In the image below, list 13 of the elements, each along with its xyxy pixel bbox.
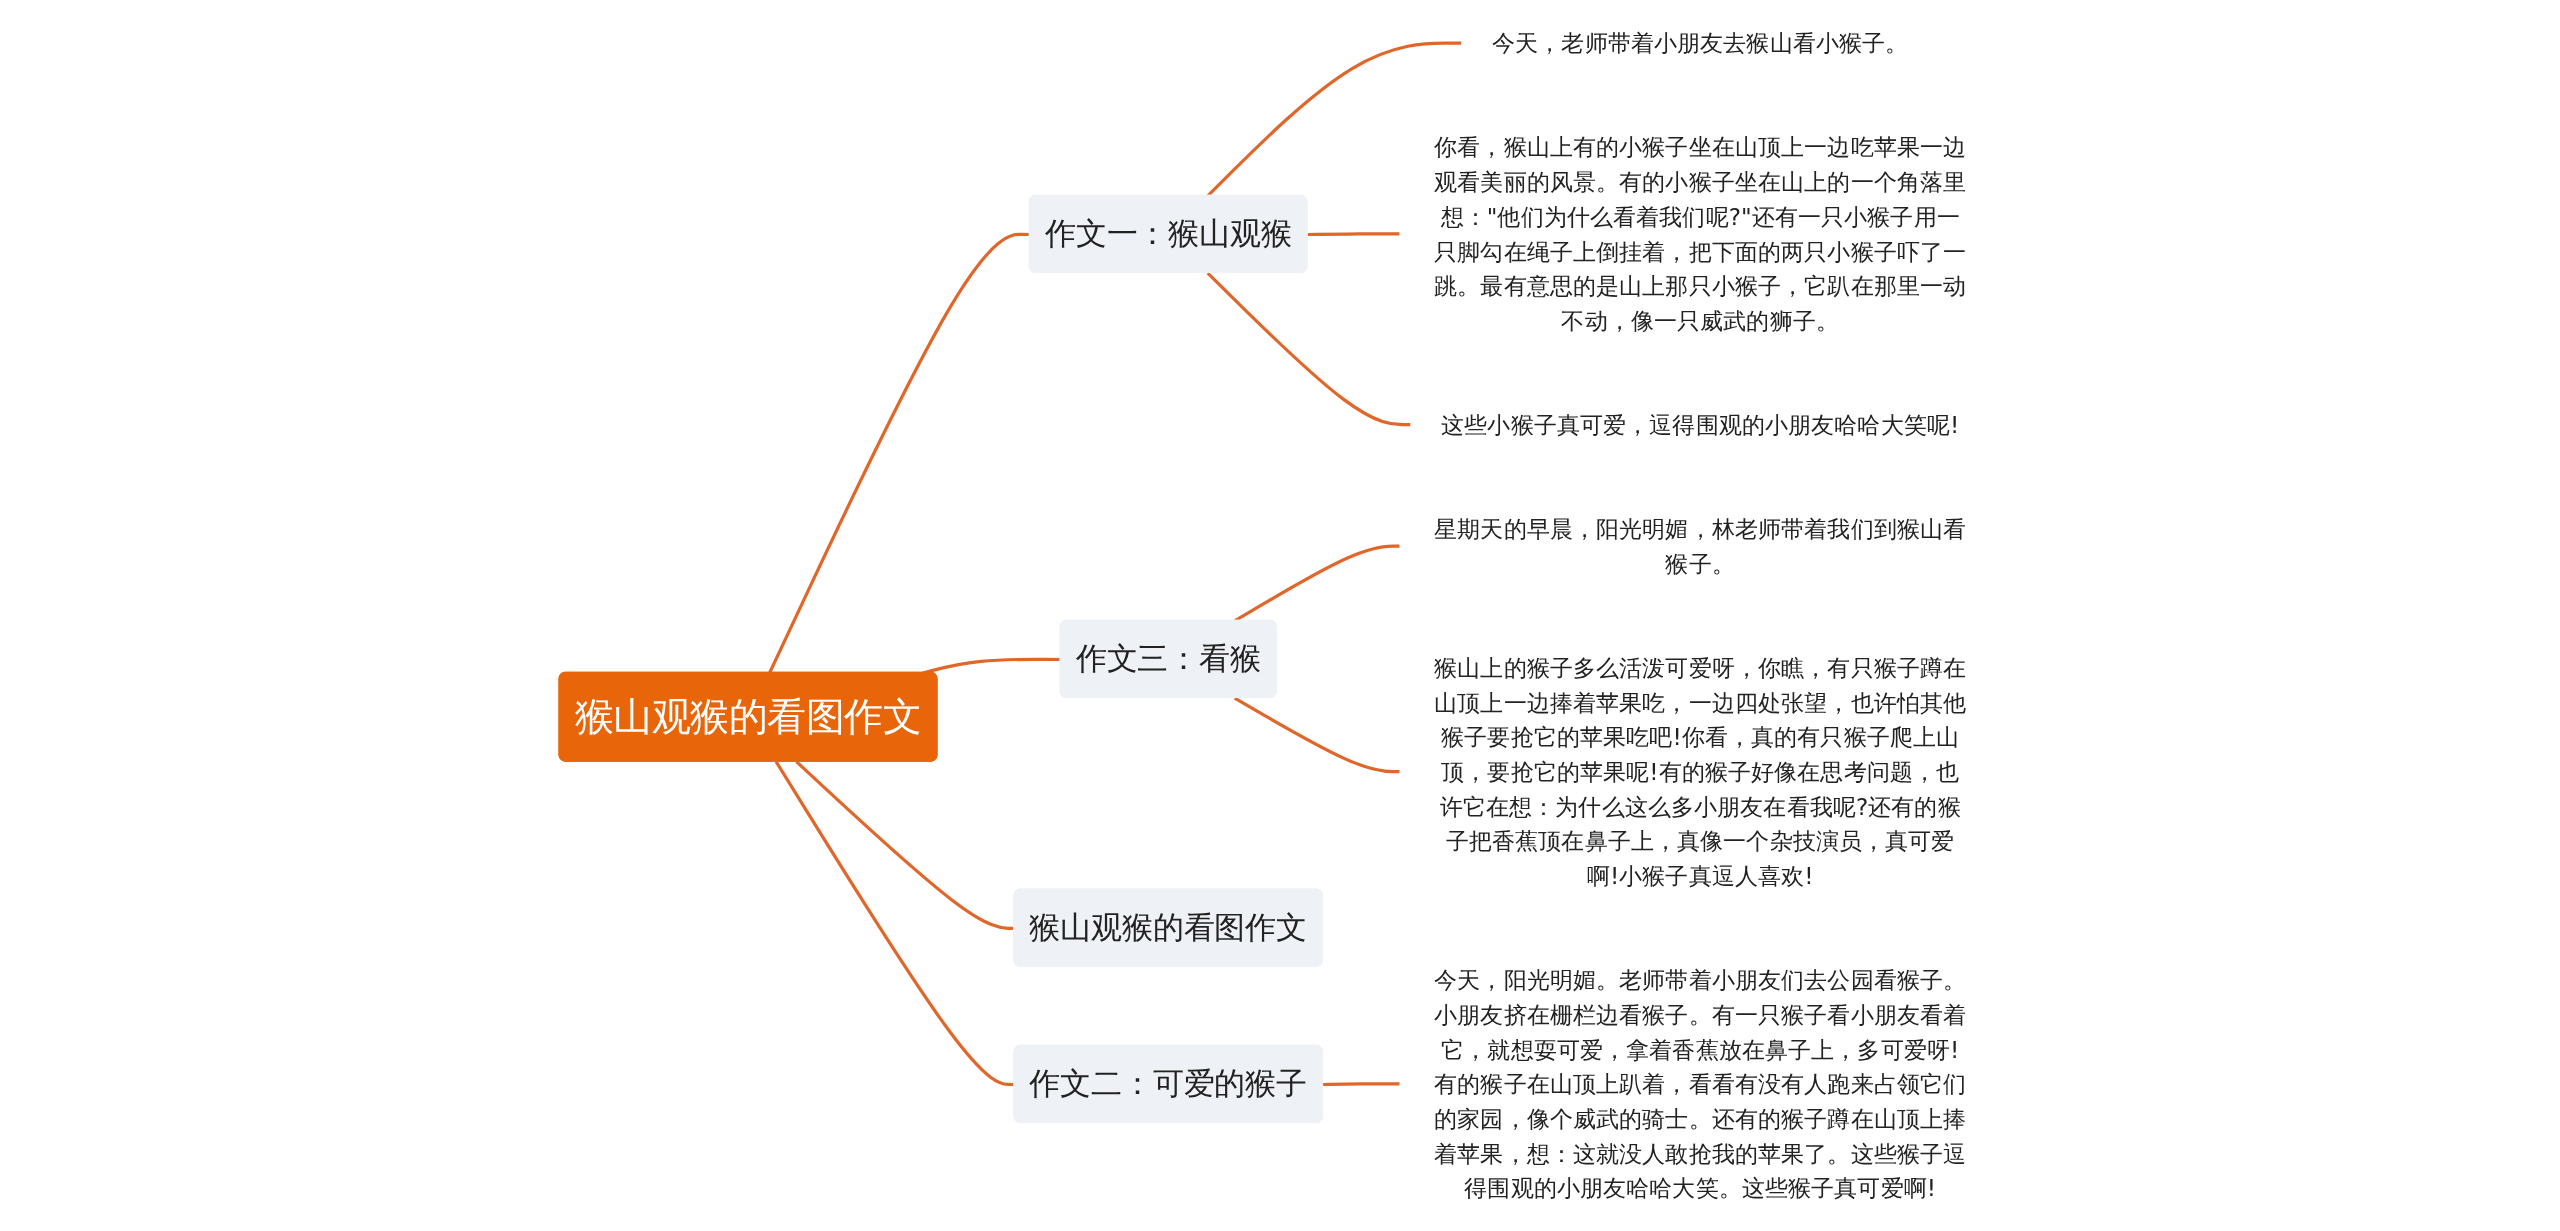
node-text: 猴山上的猴子多么活泼可爱呀，你瞧，有只猴子蹲在山顶上一边捧着苹果吃，一边四处张望，也许怕其他猴子要抢它的苹果吃吧!你看，真的有只猴子爬上山顶，要抢它的苹果呢!有的猴子好像在思考问题，也许它在想：为什么这么多小朋友在看我呢?还有的猴子把香蕉顶在鼻子上，真像一个杂技演员，真可爱啊!小猴子真逗人喜欢!: [1434, 654, 1967, 890]
connector: [1206, 271, 1411, 427]
connector: [922, 657, 1061, 675]
connector: [1323, 1082, 1400, 1087]
connector: [1233, 696, 1400, 774]
node-text: 星期天的早晨，阳光明媚，林老师带着我们到猴山看猴子。: [1434, 515, 1967, 577]
node-text: 今天，老师带着小朋友去猴山看小猴子。: [1492, 29, 1909, 57]
connector: [795, 760, 1015, 930]
node-text: 今天，阳光明媚。老师带着小朋友们去公园看猴子。小朋友挤在栅栏边看猴子。有一只猴子看小朋友看着它，就想耍可爱，拿着香蕉放在鼻子上，多可爱呀!有的猴子在山顶上趴着，看看有没有人跑来占领它们的家园，像个威武的骑士。还有的猴子蹲在山顶上捧着苹果，想：这就没人敢抢我的苹果了。这些猴子逗得围观的小朋友哈哈大笑。这些猴子真可爱啊!: [1434, 966, 1967, 1202]
connector: [774, 760, 1015, 1087]
connector: [1307, 232, 1400, 237]
node-text: 这些小猴子真可爱，逗得围观的小朋友哈哈大笑呢!: [1441, 411, 1960, 439]
node-text: 你看，猴山上有的小猴子坐在山顶上一边吃苹果一边观看美丽的风景。有的小猴子坐在山上的一个角落里想："他们为什么看着我们呢?"还有一只小猴子用一只脚勾在绳子上倒挂着，把下面的两只小猴子吓了一跳。最有意思的是山上那只小猴子，它趴在那里一动不动，像一只威武的狮子。: [1434, 133, 1967, 335]
